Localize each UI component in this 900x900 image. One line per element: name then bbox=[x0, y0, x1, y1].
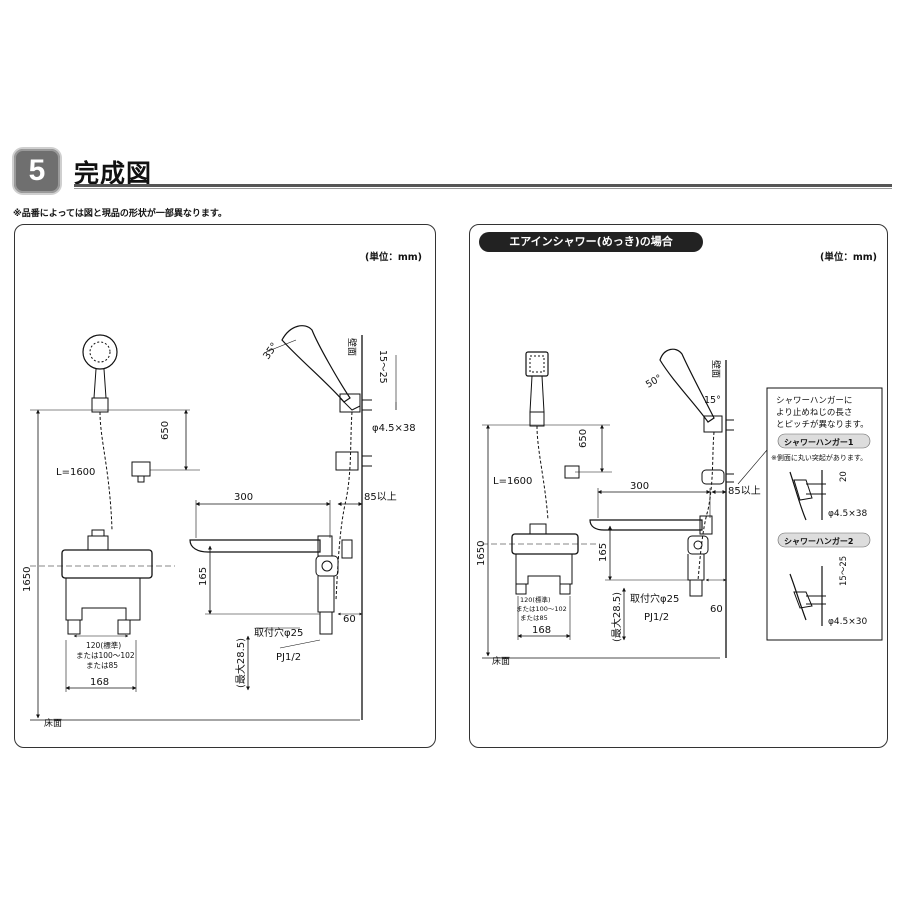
left-dim-85: 85以上 bbox=[364, 491, 397, 503]
right-dim-60: 60 bbox=[710, 604, 723, 615]
left-floor-label: 床面 bbox=[44, 717, 62, 729]
hanger-box bbox=[766, 387, 883, 641]
right-hole-label: 取付穴φ25 bbox=[630, 592, 679, 605]
right-side-shower-head bbox=[659, 348, 715, 423]
right-angle-15: 15° bbox=[704, 395, 721, 406]
hanger1-drawing bbox=[789, 471, 807, 521]
right-dim-650: 650 bbox=[578, 429, 589, 448]
left-dim-60: 60 bbox=[343, 614, 356, 625]
left-dim-165: 165 bbox=[198, 567, 209, 586]
hanger1-title: シャワーハンガー1 bbox=[784, 437, 854, 447]
title-rule-thin bbox=[74, 188, 892, 189]
left-unit-label: (単位：mm) bbox=[365, 252, 422, 263]
right-dim-168: 168 bbox=[532, 625, 551, 636]
hanger1-dim-20: 20 bbox=[839, 471, 849, 482]
left-panel bbox=[14, 224, 436, 748]
hanger2-screw: φ4.5×30 bbox=[828, 617, 868, 627]
right-dim-165: 165 bbox=[598, 543, 609, 562]
right-dim-300: 300 bbox=[630, 481, 649, 492]
title-rule bbox=[74, 184, 892, 187]
right-angle-50: 50° bbox=[644, 373, 664, 391]
hanger-note-1: シャワーハンガーに bbox=[776, 395, 852, 406]
hanger2-drawing bbox=[789, 573, 807, 621]
left-dim-168: 168 bbox=[90, 677, 109, 688]
right-pitch-3: または85 bbox=[520, 614, 548, 622]
left-pj-label: PJ1/2 bbox=[276, 652, 301, 663]
section-number-badge: 5 bbox=[14, 149, 60, 193]
left-max-label: (最大28.5) bbox=[234, 638, 247, 688]
section-title: 完成図 bbox=[74, 159, 153, 188]
left-screw-label: φ4.5×38 bbox=[372, 423, 416, 434]
right-panel-header: エアインシャワー(めっき)の場合 bbox=[479, 232, 703, 252]
right-max-label: (最大28.5) bbox=[610, 592, 623, 642]
left-hose-label: L=1600 bbox=[56, 467, 95, 478]
right-dim-85: 85以上 bbox=[728, 485, 761, 497]
hanger-note-3: とピッチが異なります。 bbox=[776, 419, 869, 430]
hanger1-note: ※側面に丸い突起があります。 bbox=[771, 453, 867, 462]
hanger2-title: シャワーハンガー2 bbox=[784, 536, 853, 546]
right-pitch-2: または100～102 bbox=[516, 605, 567, 613]
left-pitch-1: 120(標準) bbox=[86, 640, 121, 650]
hanger2-title-pill bbox=[777, 532, 871, 548]
hanger1-screw: φ4.5×38 bbox=[828, 509, 868, 519]
right-dim-1650: 1650 bbox=[476, 541, 487, 566]
section-note: ※品番によっては図と現品の形状が一部異なります。 bbox=[13, 209, 227, 219]
right-wall-label: 壁面 bbox=[710, 360, 722, 378]
left-spout bbox=[189, 539, 321, 553]
right-floor-label: 床面 bbox=[492, 655, 510, 667]
left-hose bbox=[99, 411, 113, 531]
left-dim-15-25: 15～25 bbox=[377, 350, 388, 384]
hanger1-title-pill bbox=[777, 433, 871, 449]
right-unit-label: (単位：mm) bbox=[820, 252, 877, 263]
left-wall-label: 壁面 bbox=[346, 338, 358, 356]
left-side-shower-head bbox=[281, 325, 351, 403]
right-pitch-1: 120(標準) bbox=[520, 595, 550, 604]
left-dim-1650: 1650 bbox=[22, 567, 33, 592]
right-panel bbox=[469, 224, 888, 748]
right-front-shower-head bbox=[525, 351, 549, 377]
right-spout bbox=[589, 519, 703, 531]
section-number: 5 bbox=[28, 154, 46, 187]
left-dim-300: 300 bbox=[234, 492, 253, 503]
right-hose-label: L=1600 bbox=[493, 476, 532, 487]
left-pitch-2: または100～102 bbox=[76, 651, 135, 660]
left-hole-label: 取付穴φ25 bbox=[254, 626, 303, 639]
right-pj-label: PJ1/2 bbox=[644, 612, 669, 623]
hanger2-dim: 15～25 bbox=[839, 556, 849, 586]
hanger-note-2: より止めねじの長さ bbox=[776, 407, 852, 418]
left-front-shower-head bbox=[82, 334, 118, 370]
left-pitch-3: または85 bbox=[86, 661, 118, 670]
left-dim-650: 650 bbox=[160, 421, 171, 440]
